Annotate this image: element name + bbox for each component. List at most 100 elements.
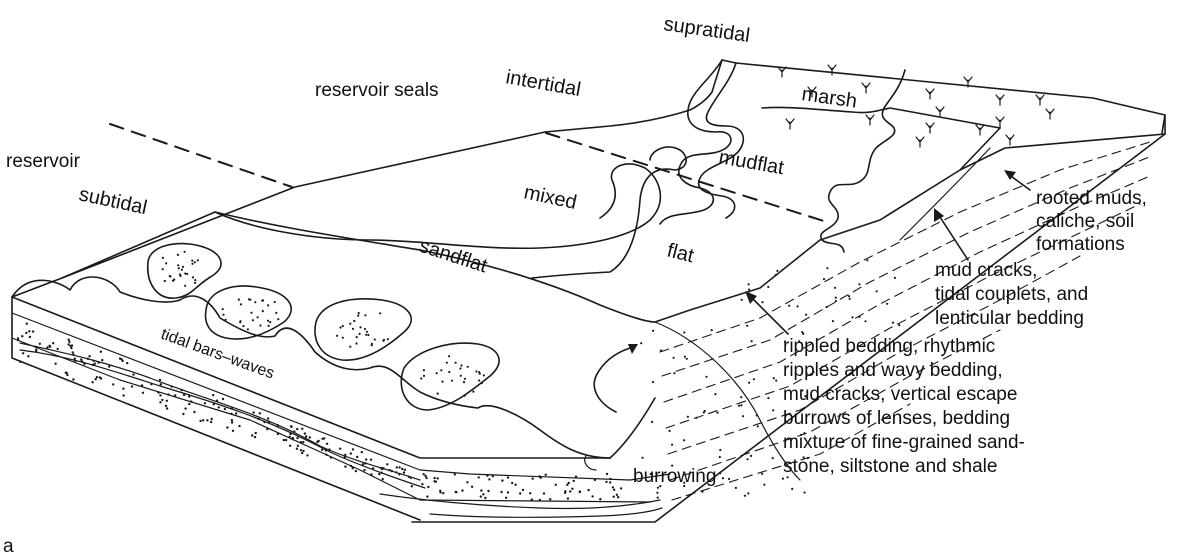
stipple-dot <box>740 404 742 406</box>
stipple-dot <box>172 280 174 282</box>
stipple-dot <box>454 473 456 475</box>
stipple-dot <box>365 458 367 460</box>
label-mudflat: mudflat <box>717 146 786 179</box>
stipple-dot <box>166 407 168 409</box>
stipple-dot <box>251 434 253 436</box>
stipple-dot <box>194 282 196 284</box>
stipple-dot <box>669 430 671 432</box>
stipple-dot <box>266 428 268 430</box>
stipple-dot <box>253 411 255 413</box>
stipple-dot <box>277 318 279 320</box>
stipple-dot <box>204 402 206 404</box>
stipple-dot <box>386 463 388 465</box>
stipple-dot <box>65 372 67 374</box>
stipple-dot <box>834 287 836 289</box>
stipple-dot <box>94 378 96 380</box>
reservoir-seal-dashed-line <box>110 124 292 187</box>
stipple-dot <box>191 263 193 265</box>
stipple-dot <box>461 489 463 491</box>
stipple-dot <box>166 400 168 402</box>
stipple-dot <box>451 380 453 382</box>
stipple-dot <box>355 342 357 344</box>
stipple-dot <box>605 481 607 483</box>
stipple-dot <box>290 426 292 428</box>
stipple-dot <box>27 355 29 357</box>
stipple-dot <box>748 289 750 291</box>
annotation-mudcracks: mud cracks, tidal couplets, and lenticul… <box>935 260 1088 329</box>
label-subtidal: subtidal <box>77 183 149 219</box>
stipple-dot <box>180 275 182 277</box>
stipple-dot <box>39 343 41 345</box>
stipple-dot <box>262 310 264 312</box>
stipple-dot <box>88 355 90 357</box>
stipple-dot <box>289 436 291 438</box>
stipple-dot <box>365 334 367 336</box>
stipple-dot <box>568 482 570 484</box>
stipple-dot <box>261 300 263 302</box>
stipple-dot <box>714 393 716 395</box>
stipple-dot <box>705 376 707 378</box>
stipple-dot <box>848 295 850 297</box>
stipple-dot <box>181 269 183 271</box>
stipple-dot <box>161 399 163 401</box>
stipple-dot <box>184 272 186 274</box>
stipple-dot <box>99 376 101 378</box>
stipple-dot <box>96 376 98 378</box>
label-mixed: mixed <box>522 181 579 214</box>
stipple-dot <box>567 497 569 499</box>
stipple-dot <box>300 449 302 451</box>
arrow-mudcracks <box>938 214 968 260</box>
stipple-dot <box>316 441 318 443</box>
stipple-dot <box>396 466 398 468</box>
stipple-dot <box>325 454 327 456</box>
stipple-dot <box>248 298 250 300</box>
mixed-flat-boundary <box>215 164 660 248</box>
stipple-dot <box>823 278 825 280</box>
label-flat: flat <box>665 240 697 268</box>
stipple-dot <box>507 476 509 478</box>
stipple-dot <box>231 419 233 421</box>
stipple-dot <box>267 320 269 322</box>
stipple-dot <box>206 419 208 421</box>
stipple-dot <box>744 495 746 497</box>
annotation-rooted: rooted muds, caliche, soil formations <box>1036 188 1147 255</box>
stipple-dot <box>579 491 581 493</box>
stipple-dot <box>371 344 373 346</box>
stipple-dot <box>182 413 184 415</box>
stipple-dot <box>357 315 359 317</box>
stipple-dot <box>257 316 259 318</box>
stipple-dot <box>184 407 186 409</box>
stipple-dot <box>475 370 477 372</box>
stipple-dot <box>767 286 769 288</box>
stipple-dot <box>292 438 294 440</box>
stipple-dot <box>657 497 659 499</box>
annotation-rippled-line-2: ripples and wavy bedding, <box>783 360 1003 381</box>
stipple-dot <box>487 490 489 492</box>
stipple-dot <box>197 259 199 261</box>
stipple-dot <box>612 486 614 488</box>
stipple-dot <box>254 436 256 438</box>
stipple-dot <box>70 347 72 349</box>
stipple-dot <box>640 342 642 344</box>
stipple-dot <box>463 381 465 383</box>
stipple-dot <box>91 381 93 383</box>
stipple-dot <box>71 344 73 346</box>
stipple-dot <box>398 466 400 468</box>
stipple-dot <box>437 393 439 395</box>
stipple-dot <box>455 491 457 493</box>
stipple-dot <box>656 492 658 494</box>
stipple-dot <box>259 324 261 326</box>
stipple-dot <box>302 441 304 443</box>
marsh-plant-6 <box>926 89 934 99</box>
stipple-dot <box>642 457 644 459</box>
stipple-dot <box>609 478 611 480</box>
stipple-dot <box>660 349 662 351</box>
stipple-dot <box>120 358 122 360</box>
stipple-dot <box>159 394 161 396</box>
stipple-dot <box>19 361 21 363</box>
stipple-dot <box>231 421 233 423</box>
stipple-dot <box>864 320 866 322</box>
stipple-dot <box>352 467 354 469</box>
stipple-dot <box>108 365 110 367</box>
stipple-dot <box>549 498 551 500</box>
